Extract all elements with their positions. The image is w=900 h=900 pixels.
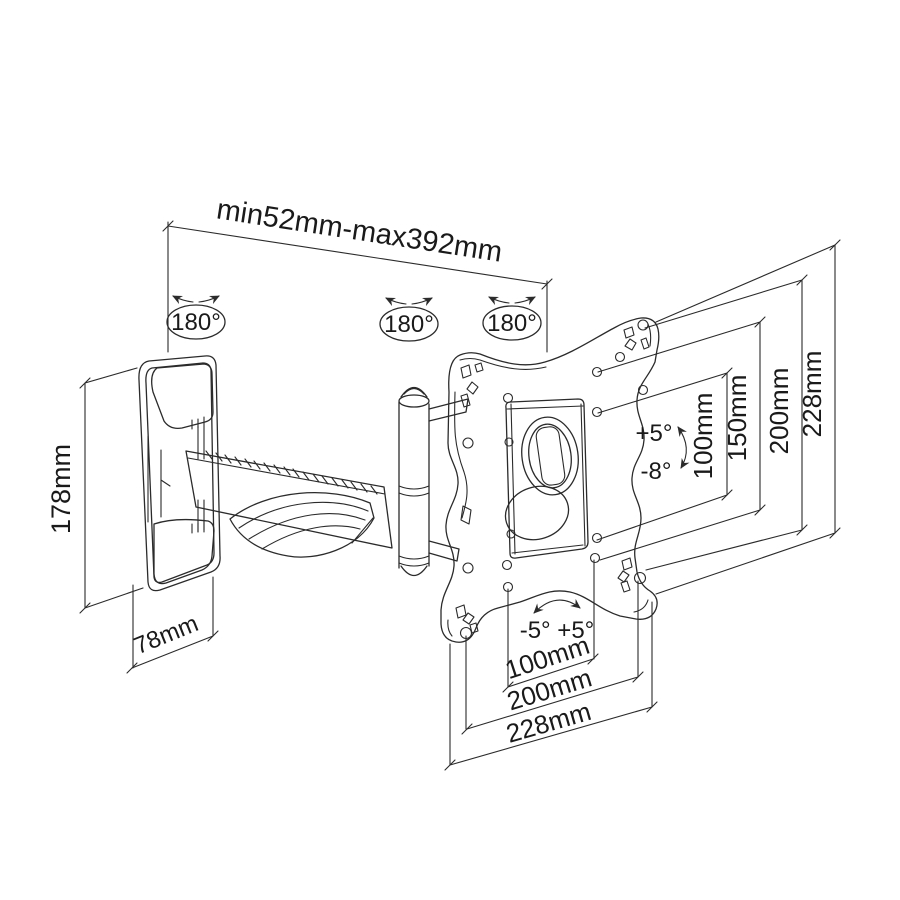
vesa-vertical-150-label: 150mm [722, 375, 752, 462]
vesa-vertical-200-label: 200mm [764, 368, 794, 455]
tilt-up-label: +5° [636, 420, 673, 447]
tilt-down-label: -8° [641, 458, 672, 485]
swivel-angle-1: 180° [171, 309, 221, 336]
swivel-angle-3: 180° [487, 310, 537, 337]
tilt-annotation: +5° -8° [636, 420, 690, 485]
swivel-annotations: 180° 180° 180° [166, 295, 542, 342]
swivel-joint-1: 180° [166, 295, 226, 340]
wall-plate-height-label: 178mm [46, 444, 76, 534]
swivel-angle-2: 180° [384, 311, 434, 338]
arm-hatching [205, 450, 378, 495]
tilt-arc [677, 426, 690, 469]
dimension-wall-plate-depth: 78mm [126, 576, 219, 674]
wall-plate-depth-label: 78mm [130, 610, 202, 660]
dimension-vesa-vertical: 100mm 150mm 200mm 228mm [596, 239, 841, 595]
plate-rotation-label: -5° +5° [520, 617, 595, 644]
swivel-joint-3: 180° [482, 296, 542, 341]
vesa-vertical-100-label: 100mm [688, 393, 718, 480]
articulating-arm [185, 386, 472, 577]
swivel-joint-2: 180° [379, 297, 439, 342]
hinge-cylinder [398, 386, 430, 577]
vesa-vertical-228-label: 228mm [797, 351, 827, 438]
plate-rotation-annotation: -5° +5° [520, 598, 595, 644]
rotation-arc [533, 598, 581, 614]
dimension-wall-plate-height: 178mm [46, 367, 144, 614]
vesa-adapter-plate [504, 398, 589, 559]
vesa-plate-slots [455, 326, 650, 634]
wall-plate [138, 355, 221, 592]
vesa-plate [440, 317, 660, 643]
arm-extension-label: min52mm-max392mm [214, 193, 504, 268]
